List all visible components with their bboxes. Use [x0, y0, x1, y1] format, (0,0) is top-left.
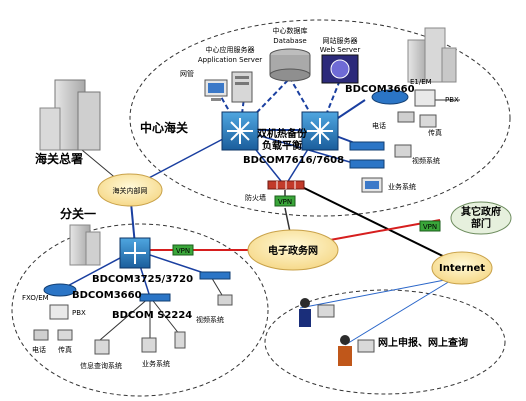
branch-video-switch-icon [199, 271, 231, 280]
branch-one-label: 分关一 [60, 206, 96, 221]
pbx-branch-icon [49, 304, 69, 320]
firewall-label: 防火墙 [245, 193, 266, 202]
pbx-branch-label: PBX [72, 309, 86, 317]
central-customs-label: 中心海关 [140, 120, 188, 135]
web-server-cn-label: 网站服务器 [323, 36, 358, 45]
customs-hq-building [39, 79, 101, 151]
vpn-branch-label: VPN [176, 247, 190, 255]
access-switch-center-icon [349, 141, 385, 169]
dual-hot-backup-label: 双机热备份 [257, 127, 308, 140]
info-query-label: 信息查询系统 [80, 361, 122, 370]
central-app-server-label: 中心应用服务器 [206, 45, 255, 54]
router-3660-branch-icon [43, 283, 77, 297]
branch-video-system-icon [217, 294, 233, 306]
pbx-top-label: PBX [445, 96, 459, 104]
central-db-label: 中心数据库 [273, 26, 308, 35]
fxo-em-label: FXO/EM [22, 294, 49, 302]
vpn-center-box [274, 195, 296, 207]
other-gov-label: 其它政府 [461, 205, 501, 218]
other-gov-cloud [450, 201, 512, 235]
public-zone-boundary [264, 289, 506, 395]
branch-access-switch-icon [139, 293, 171, 302]
router-3660-top-icon [371, 89, 409, 105]
e1em-top-label: E1/EM [410, 78, 432, 86]
core-switch-right-icon [301, 111, 339, 151]
internet-label: Internet [439, 263, 485, 274]
database-icon [269, 48, 311, 82]
video-system-top-icon [394, 144, 412, 158]
vpn-gov-label: VPN [423, 223, 437, 231]
fax-top-icon [419, 114, 437, 128]
load-balance-label: 负载平衡 [262, 139, 302, 152]
vpn-branch-box [172, 244, 194, 256]
egov-cloud [247, 229, 339, 271]
vpn-center-label: VPN [278, 198, 292, 206]
fax-branch-label: 传真 [58, 345, 72, 354]
pbx-top-icon [414, 89, 436, 107]
customs-internal-cloud [97, 173, 163, 207]
business-system-branch-label: 业务系统 [142, 359, 170, 368]
gateway-label: 网管 [180, 69, 194, 78]
database-label: Database [273, 37, 306, 45]
business-system-top-label: 业务系统 [388, 182, 416, 191]
egov-net-label: 电子政务网 [268, 244, 318, 257]
phone-top-label: 电话 [372, 121, 386, 130]
customs-internal-net-label: 海关内部网 [113, 186, 148, 195]
public-user-1-icon [299, 298, 335, 327]
application-server-label: Application Server [198, 56, 262, 64]
info-query-pc-icon [94, 339, 110, 355]
branch-building [69, 224, 101, 266]
application-server-icon [231, 71, 253, 103]
phone-branch-icon [33, 329, 49, 341]
fax-top-label: 传真 [428, 128, 442, 137]
central-building [407, 27, 457, 83]
branch-core-switch-icon [119, 237, 151, 269]
business-system-top-icon [361, 177, 383, 193]
other-gov-label-2: 部门 [471, 217, 491, 230]
phone-top-icon [397, 111, 415, 123]
internet-cloud [431, 251, 493, 285]
bdcom-s2224-label: BDCOM S2224 [112, 310, 192, 321]
gateway-monitor-icon [204, 79, 228, 101]
fax-branch-icon [57, 329, 73, 341]
core-switch-left-icon [221, 111, 259, 151]
business-pc-branch-icon [141, 331, 186, 353]
video-system-top-label: 视频系统 [412, 156, 440, 165]
customs-hq-label: 海关总署 [35, 151, 83, 166]
online-declare-label: 网上申报、网上查询 [378, 336, 468, 349]
bdcom7616-label: BDCOM7616/7608 [243, 155, 344, 166]
branch-zone-boundary [11, 223, 269, 397]
bdcom3725-label: BDCOM3725/3720 [92, 274, 193, 285]
phone-branch-label: 电话 [32, 345, 46, 354]
web-server-icon [321, 54, 359, 84]
vpn-gov-box [419, 220, 441, 232]
public-user-2-icon [338, 335, 375, 366]
web-server-label: Web Server [320, 46, 361, 54]
bdcom3660-top-label: BDCOM3660 [345, 84, 415, 95]
video-system-branch-label: 视频系统 [196, 315, 224, 324]
firewall-icon [267, 180, 305, 190]
bdcom3660-branch-label: BDCOM3660 [72, 290, 142, 301]
central-zone-boundary [129, 19, 511, 217]
